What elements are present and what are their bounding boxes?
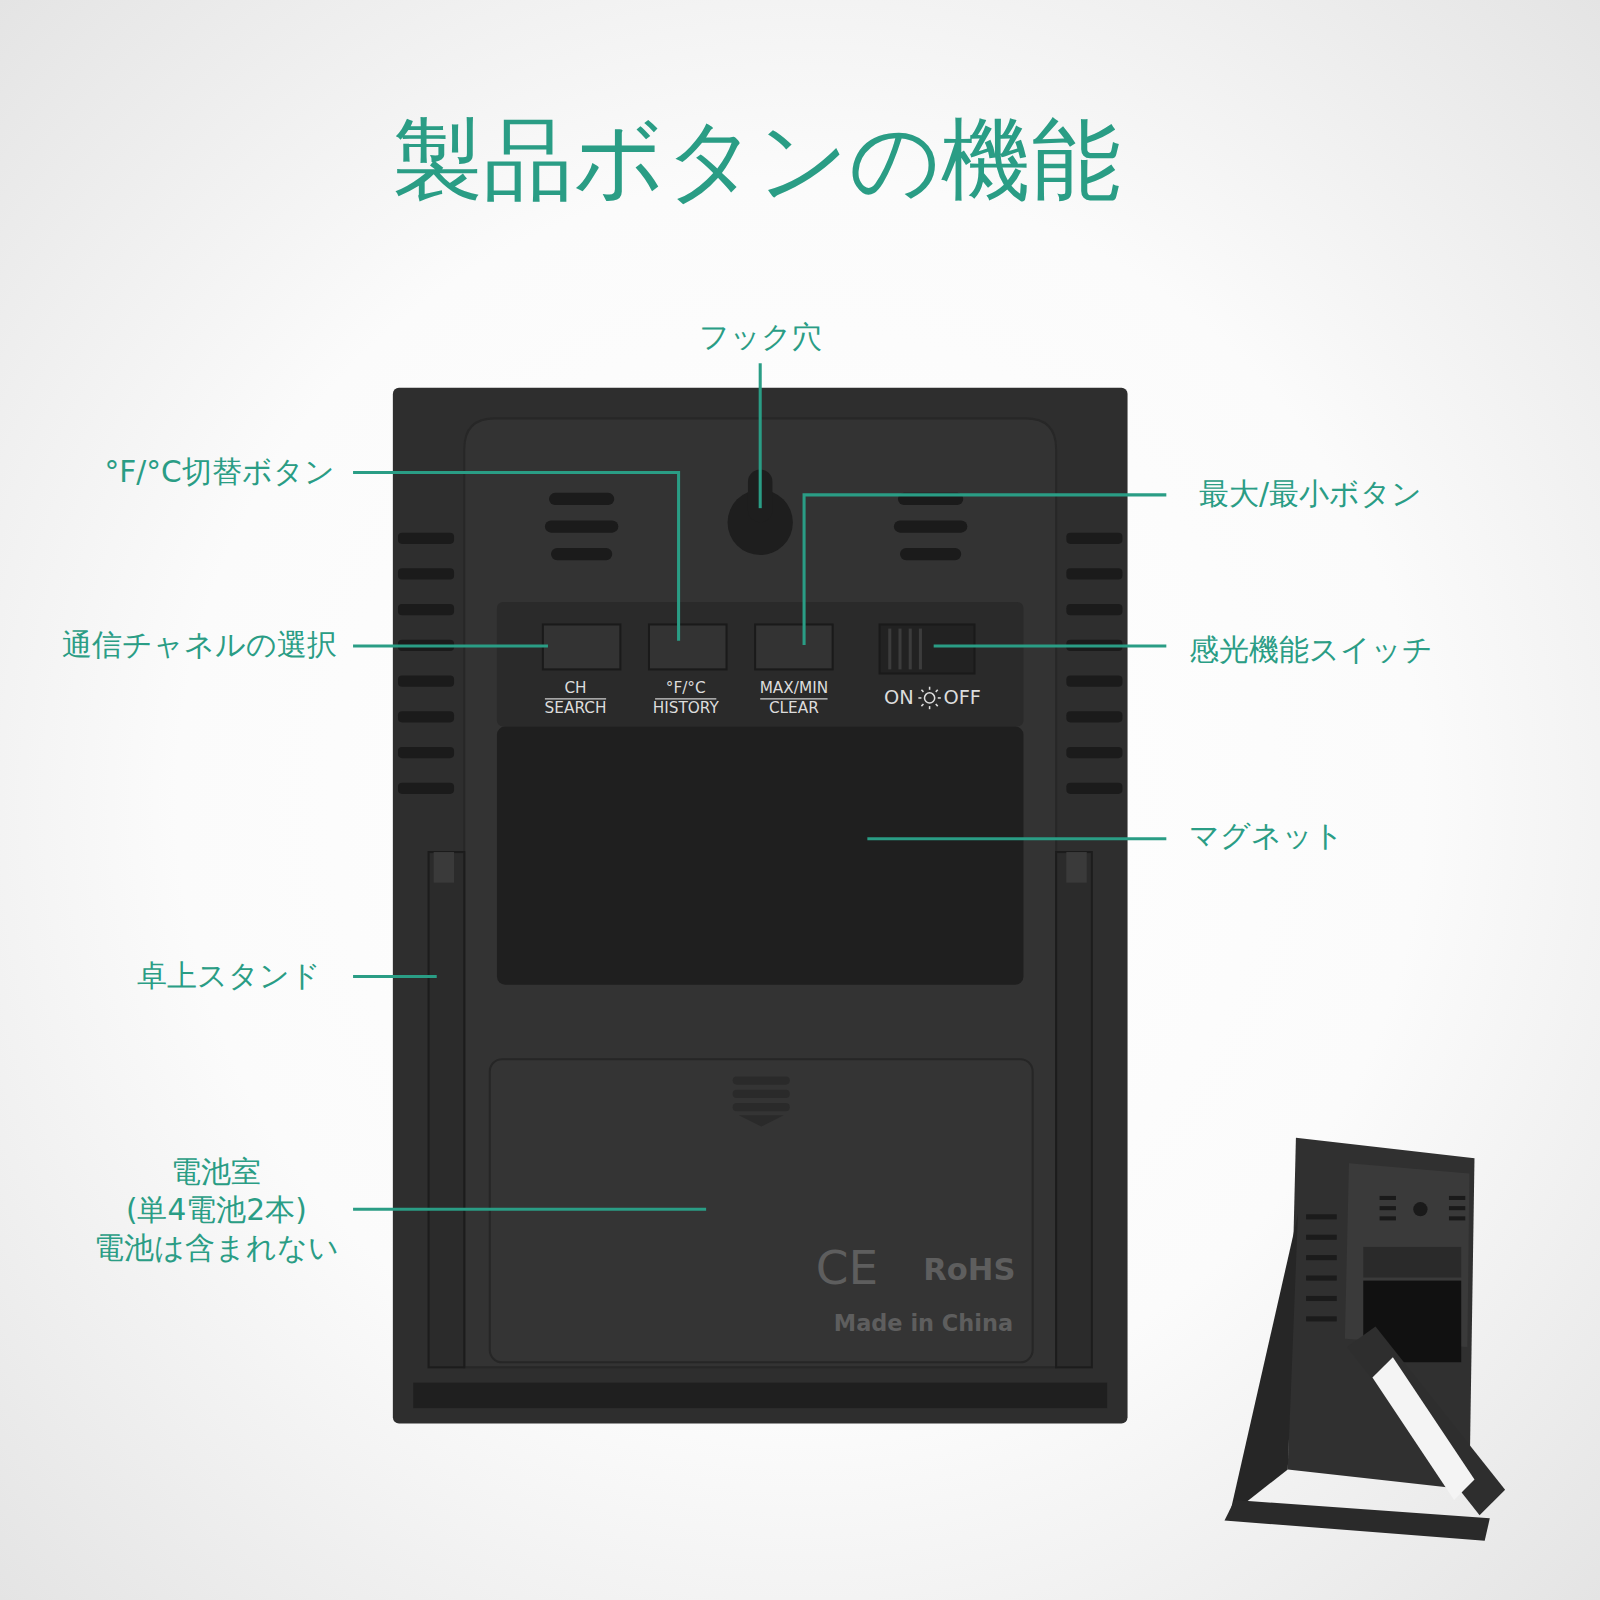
certification-mark: RoHS bbox=[923, 1252, 1015, 1289]
callout-label: 卓上スタンド bbox=[137, 959, 321, 995]
callout-label: °F/°C切替ボタン bbox=[104, 455, 334, 491]
device-body bbox=[393, 388, 1128, 1424]
bottom-groove bbox=[413, 1383, 1107, 1409]
callout-label: 最大/最小ボタン bbox=[1199, 477, 1422, 513]
leader-lines bbox=[353, 363, 1166, 1209]
stand-clip bbox=[434, 852, 454, 883]
callout-label: マグネット bbox=[1189, 819, 1344, 855]
callout-label: フック穴 bbox=[699, 320, 822, 356]
button-label: HISTORY bbox=[653, 699, 719, 717]
button-label: CLEAR bbox=[769, 699, 819, 717]
button-label: SEARCH bbox=[545, 699, 607, 717]
switch-label: OFF bbox=[943, 686, 981, 709]
magnet bbox=[497, 727, 1024, 985]
page-title: 製品ボタンの機能 bbox=[393, 107, 1121, 215]
button-label: °F/°C bbox=[666, 679, 706, 697]
maxmin-button bbox=[755, 624, 833, 669]
battery-cover bbox=[490, 1059, 1033, 1362]
callout-label: 感光機能スイッチ bbox=[1189, 633, 1433, 669]
light-icon bbox=[918, 687, 940, 709]
unit-button bbox=[649, 624, 727, 669]
stand-left bbox=[429, 852, 465, 1367]
stand-right bbox=[1056, 852, 1092, 1367]
switch-label: ON bbox=[884, 686, 914, 709]
ch-button bbox=[543, 624, 621, 669]
callout-label: 通信チャネルの選択 bbox=[62, 628, 337, 664]
origin-mark: Made in China bbox=[834, 1310, 1013, 1337]
stand-clip bbox=[1066, 852, 1086, 883]
switch-ridges bbox=[890, 629, 921, 670]
light-switch bbox=[880, 624, 975, 673]
inset-view bbox=[1224, 1138, 1505, 1541]
rear-panel bbox=[464, 418, 1056, 1367]
callout-label: 電池室 (単4電池2本) 電池は含まれない bbox=[89, 1153, 344, 1268]
button-label: MAX/MIN bbox=[760, 679, 828, 697]
cover-grip bbox=[733, 1077, 790, 1127]
button-label: CH bbox=[564, 679, 586, 697]
certification-mark: CE bbox=[816, 1240, 878, 1296]
button-panel bbox=[497, 602, 1024, 726]
